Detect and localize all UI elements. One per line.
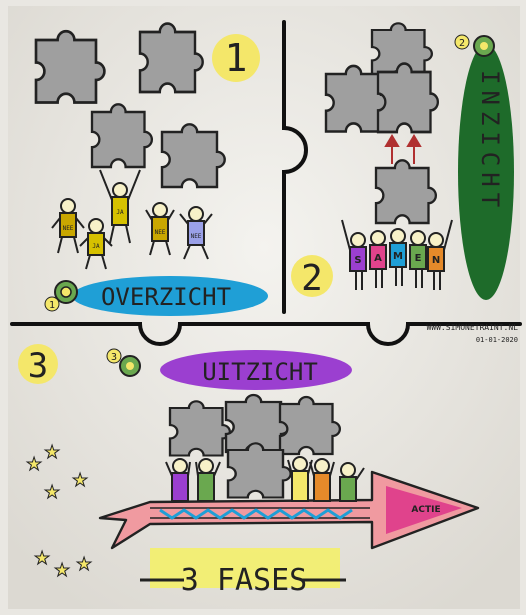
puzzle-piece-icon xyxy=(376,62,440,134)
person-figure xyxy=(179,206,213,260)
panel-uitzicht: 3 3 UITZICHT ★ ★ ★ ★ ★ ★ ★ ACTIE xyxy=(18,344,480,598)
panel-overzicht: 1 xyxy=(34,22,268,316)
figure-label: JA xyxy=(116,209,124,216)
person-figure xyxy=(99,169,141,244)
person-figure xyxy=(287,456,313,502)
panel-number: 3 xyxy=(28,346,48,386)
team-word: S A M E N xyxy=(354,251,440,266)
star-icon: ★ xyxy=(44,442,60,463)
badge-number: 1 xyxy=(49,300,55,311)
title-highlight xyxy=(458,44,514,300)
person-figure xyxy=(309,458,335,502)
figure-label: NEE xyxy=(155,229,166,236)
puzzle-piece-icon xyxy=(226,442,292,499)
panel-inzicht: S A M E N 2 2 INZICHT xyxy=(291,22,514,300)
person-figure xyxy=(339,462,365,502)
team-letter: A xyxy=(374,253,382,264)
panel-title: OVERZICHT xyxy=(101,283,231,311)
person-figure xyxy=(195,458,221,502)
puzzle-piece-icon xyxy=(278,395,342,456)
panel-number: 1 xyxy=(225,36,248,80)
title-highlight xyxy=(72,276,268,316)
section-dividers xyxy=(10,20,522,346)
star-icon: ★ xyxy=(26,454,42,475)
footer-title: 3 FASES xyxy=(181,563,307,598)
team-letter: N xyxy=(432,255,440,266)
title-highlight xyxy=(160,350,352,390)
people-group xyxy=(165,456,365,502)
badge-circle xyxy=(44,296,60,312)
person-figure xyxy=(349,232,367,272)
person-figure xyxy=(79,218,113,270)
credit-url: WWW.SIMONETRAINT.NL xyxy=(426,323,518,332)
person-figure xyxy=(427,232,445,272)
figure-labels: NEE JA JA NEE NEE xyxy=(63,209,202,250)
people-group xyxy=(341,219,453,290)
up-arrows xyxy=(384,134,422,164)
puzzle-piece-icon xyxy=(160,123,226,189)
credit-date: 01-01-2020 xyxy=(476,336,518,344)
star-icon: ★ xyxy=(76,554,92,575)
figure-label: NEE xyxy=(191,233,202,240)
team-letter: M xyxy=(393,251,403,262)
number-circle xyxy=(212,34,260,82)
star-icon: ★ xyxy=(34,548,50,569)
star-icon: ★ xyxy=(72,470,88,491)
panel-number: 2 xyxy=(301,258,323,299)
puzzle-piece-icon xyxy=(138,22,205,94)
puzzle-piece-icon xyxy=(34,29,106,104)
badge-circle xyxy=(106,348,122,364)
badge-circle xyxy=(454,34,470,50)
team-letter: E xyxy=(415,253,422,264)
team-letter: S xyxy=(354,255,361,266)
arrow-label: ACTIE xyxy=(411,505,440,515)
figure-label: JA xyxy=(92,243,100,250)
figure-label: NEE xyxy=(63,225,74,232)
panel-title: UITZICHT xyxy=(202,358,318,386)
person-figure xyxy=(165,458,191,502)
person-figure xyxy=(389,228,407,268)
people-group xyxy=(51,169,213,270)
panel-title: INZICHT xyxy=(476,70,504,213)
puzzle-piece-icon xyxy=(374,159,438,225)
star-icon: ★ xyxy=(44,482,60,503)
stars: ★ ★ ★ ★ ★ ★ ★ xyxy=(26,442,93,582)
number-circle xyxy=(18,344,58,384)
person-figure xyxy=(145,202,175,256)
puzzle-piece-icon xyxy=(90,103,154,169)
number-circle xyxy=(291,255,333,297)
badge-number: 2 xyxy=(459,38,465,49)
person-figure xyxy=(409,230,427,270)
person-figure xyxy=(369,230,387,270)
star-icon: ★ xyxy=(54,560,70,581)
puzzle-piece-icon xyxy=(168,400,232,457)
person-figure xyxy=(51,198,85,254)
badge-number: 3 xyxy=(111,352,117,363)
